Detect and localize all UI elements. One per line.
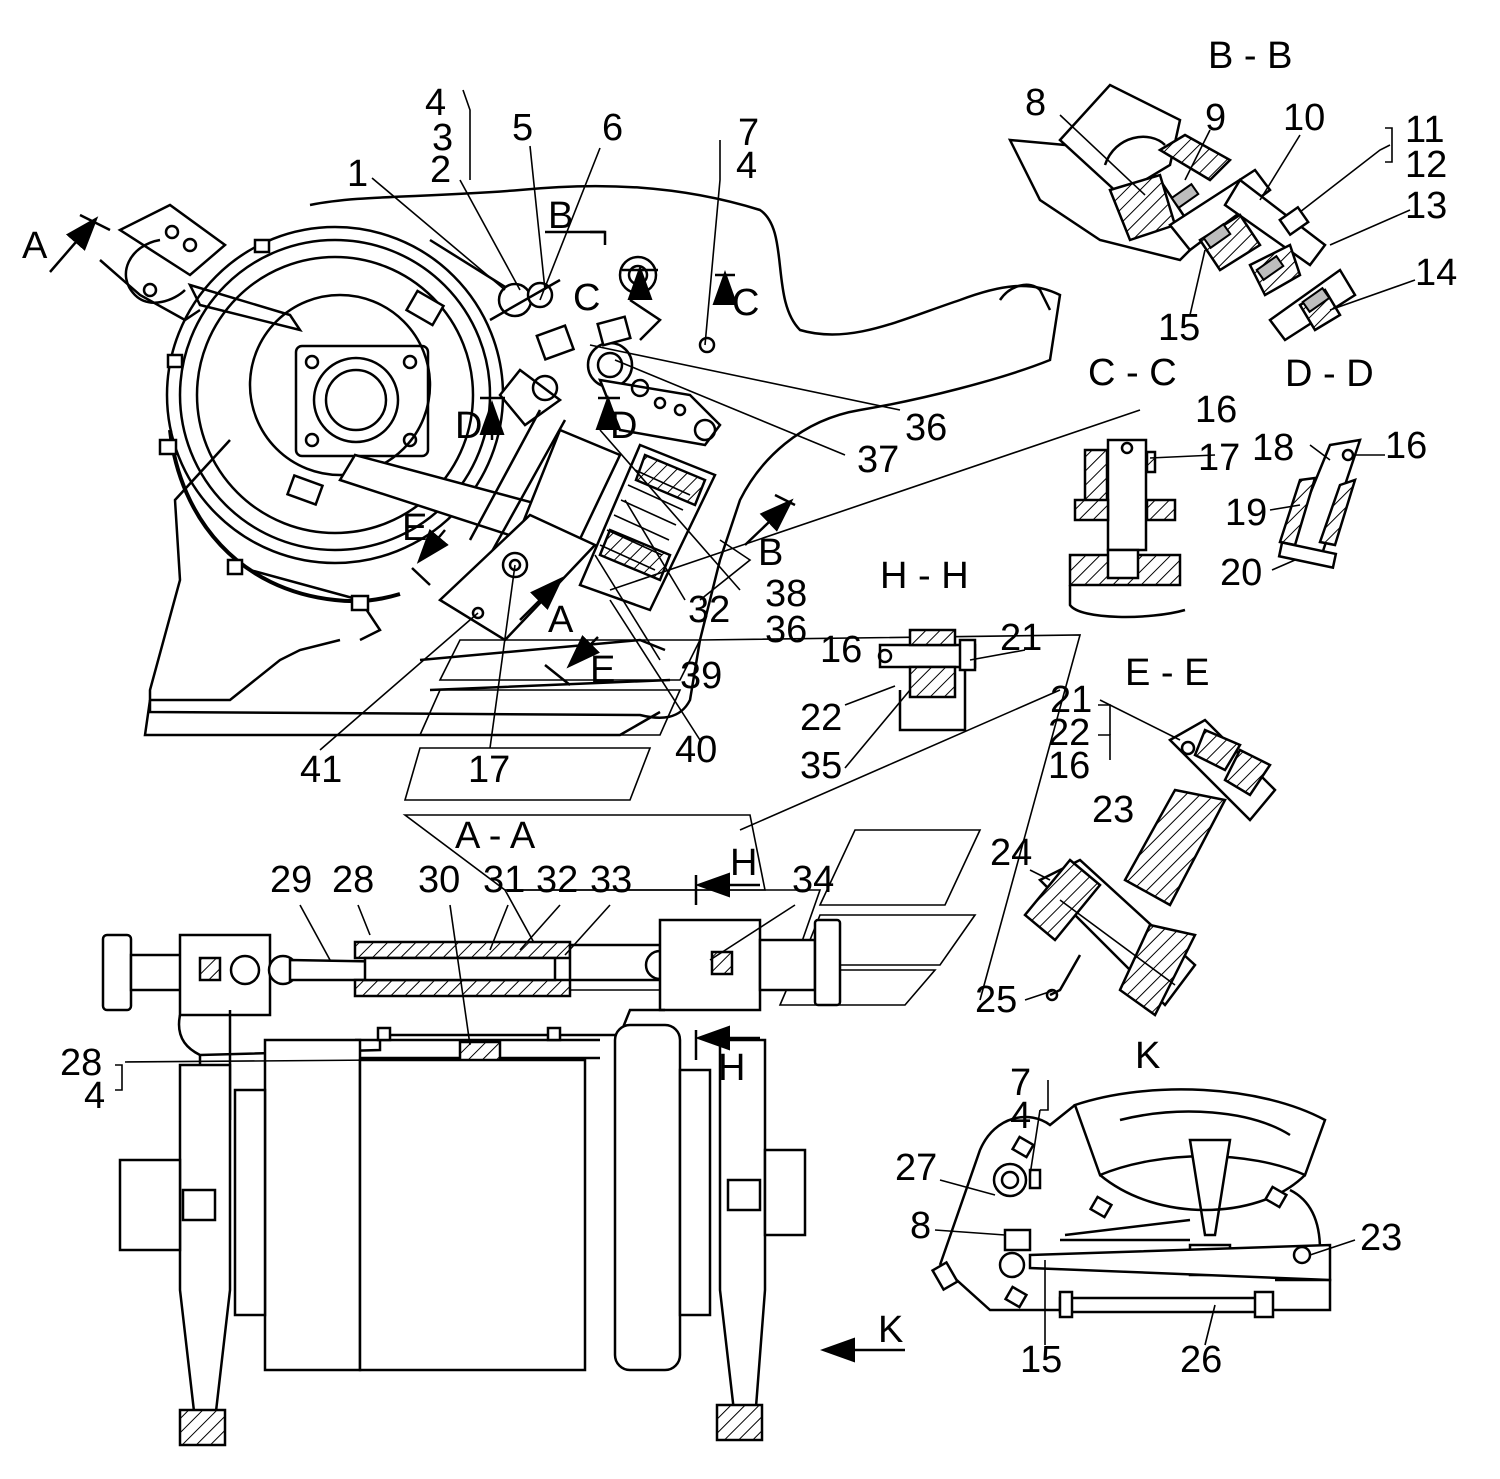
label-4-k: 4	[1010, 1095, 1031, 1137]
label-11: 11	[1405, 109, 1444, 151]
label-29: 29	[270, 859, 312, 901]
label-35: 35	[800, 745, 842, 787]
label-38: 38	[765, 573, 807, 615]
label-24: 24	[990, 832, 1032, 874]
label-32-aa: 32	[536, 859, 578, 901]
label-15: 15	[1158, 307, 1200, 349]
label-1: 1	[347, 153, 368, 195]
label-40: 40	[675, 729, 717, 771]
k-bolts	[1003, 1135, 1289, 1309]
view-k: K 7	[895, 1035, 1402, 1381]
label-16-cc: 16	[1195, 389, 1237, 431]
section-a-a: A - A	[60, 814, 982, 1447]
section-title-dd: D - D	[1285, 353, 1374, 395]
section-e-e: E - E 21 22 16 23 24 25	[975, 652, 1277, 1021]
view-marker-e: E	[402, 507, 427, 549]
label-41: 41	[300, 749, 342, 791]
label-16-hh: 16	[820, 629, 862, 671]
label-4-aa: 4	[84, 1075, 105, 1117]
label-16-dd: 16	[1385, 425, 1427, 467]
label-23-k: 23	[1360, 1217, 1402, 1259]
label-4: 4	[425, 82, 446, 124]
section-h-h: H - H 16 21 22 35	[800, 555, 1042, 787]
view-marker-c2: C	[732, 282, 759, 324]
view-marker-b: B	[548, 195, 573, 237]
label-21-hh: 21	[1000, 617, 1042, 659]
view-marker-a2: A	[548, 599, 574, 641]
section-title-ee: E - E	[1125, 652, 1209, 694]
label-32: 32	[688, 589, 730, 631]
label-26: 26	[1180, 1339, 1222, 1381]
label-10: 10	[1283, 97, 1325, 139]
main-view: 4 3 2 1 5 6 7 4 36 37 38 36 32 39 40 17 …	[22, 82, 1141, 1001]
view-marker-d: D	[455, 405, 482, 447]
view-marker-e2: E	[590, 649, 615, 691]
label-7: 7	[738, 112, 759, 154]
label-6: 6	[602, 107, 623, 149]
bolts	[158, 238, 446, 612]
section-title-aa: A - A	[455, 815, 536, 857]
label-16-ee: 16	[1048, 745, 1090, 787]
label-30: 30	[418, 859, 460, 901]
label-4b: 4	[736, 145, 757, 187]
label-9: 9	[1205, 97, 1226, 139]
label-20: 20	[1220, 552, 1262, 594]
view-marker-a: A	[22, 225, 48, 267]
view-marker-b2: B	[758, 532, 783, 574]
label-28: 28	[332, 859, 374, 901]
section-title-hh: H - H	[880, 555, 969, 597]
view-marker-h: H	[730, 842, 757, 884]
label-8-k: 8	[910, 1205, 931, 1247]
label-39: 39	[680, 655, 722, 697]
label-34: 34	[792, 859, 834, 901]
label-19: 19	[1225, 492, 1267, 534]
section-c-c: C - C 16 17	[1068, 352, 1240, 619]
label-5: 5	[512, 107, 533, 149]
main-leaders	[319, 89, 901, 751]
label-21-ee: 21	[1050, 679, 1092, 721]
label-17-cc: 17	[1198, 437, 1240, 479]
label-12: 12	[1405, 144, 1447, 186]
section-title-cc: C - C	[1088, 352, 1177, 394]
section-b-b: B - B 8 9 10 11 12 13 14 15	[1007, 35, 1457, 349]
label-36b: 36	[765, 609, 807, 651]
label-13: 13	[1405, 185, 1447, 227]
label-23-ee: 23	[1092, 789, 1134, 831]
label-17: 17	[468, 749, 510, 791]
view-marker-h2: H	[718, 1047, 745, 1089]
label-37: 37	[857, 439, 899, 481]
label-14: 14	[1415, 252, 1457, 294]
label-7-k: 7	[1010, 1062, 1031, 1104]
label-2: 2	[430, 149, 451, 191]
label-28b: 28	[60, 1042, 102, 1084]
label-22-hh: 22	[800, 697, 842, 739]
label-33: 33	[590, 859, 632, 901]
label-8: 8	[1025, 82, 1046, 124]
label-3: 3	[432, 117, 453, 159]
view-marker-c: C	[573, 277, 600, 319]
view-marker-k: K	[878, 1309, 903, 1351]
label-31: 31	[483, 859, 525, 901]
label-25: 25	[975, 979, 1017, 1021]
section-title-k: K	[1135, 1035, 1160, 1077]
section-d-d: D - D 18 16 19 20	[1220, 353, 1427, 594]
label-18: 18	[1252, 427, 1294, 469]
view-marker-d2: D	[610, 405, 637, 447]
label-15-k: 15	[1020, 1339, 1062, 1381]
label-27: 27	[895, 1147, 937, 1189]
label-36: 36	[905, 407, 947, 449]
label-22-ee: 22	[1048, 712, 1090, 754]
section-title-bb: B - B	[1208, 35, 1292, 77]
